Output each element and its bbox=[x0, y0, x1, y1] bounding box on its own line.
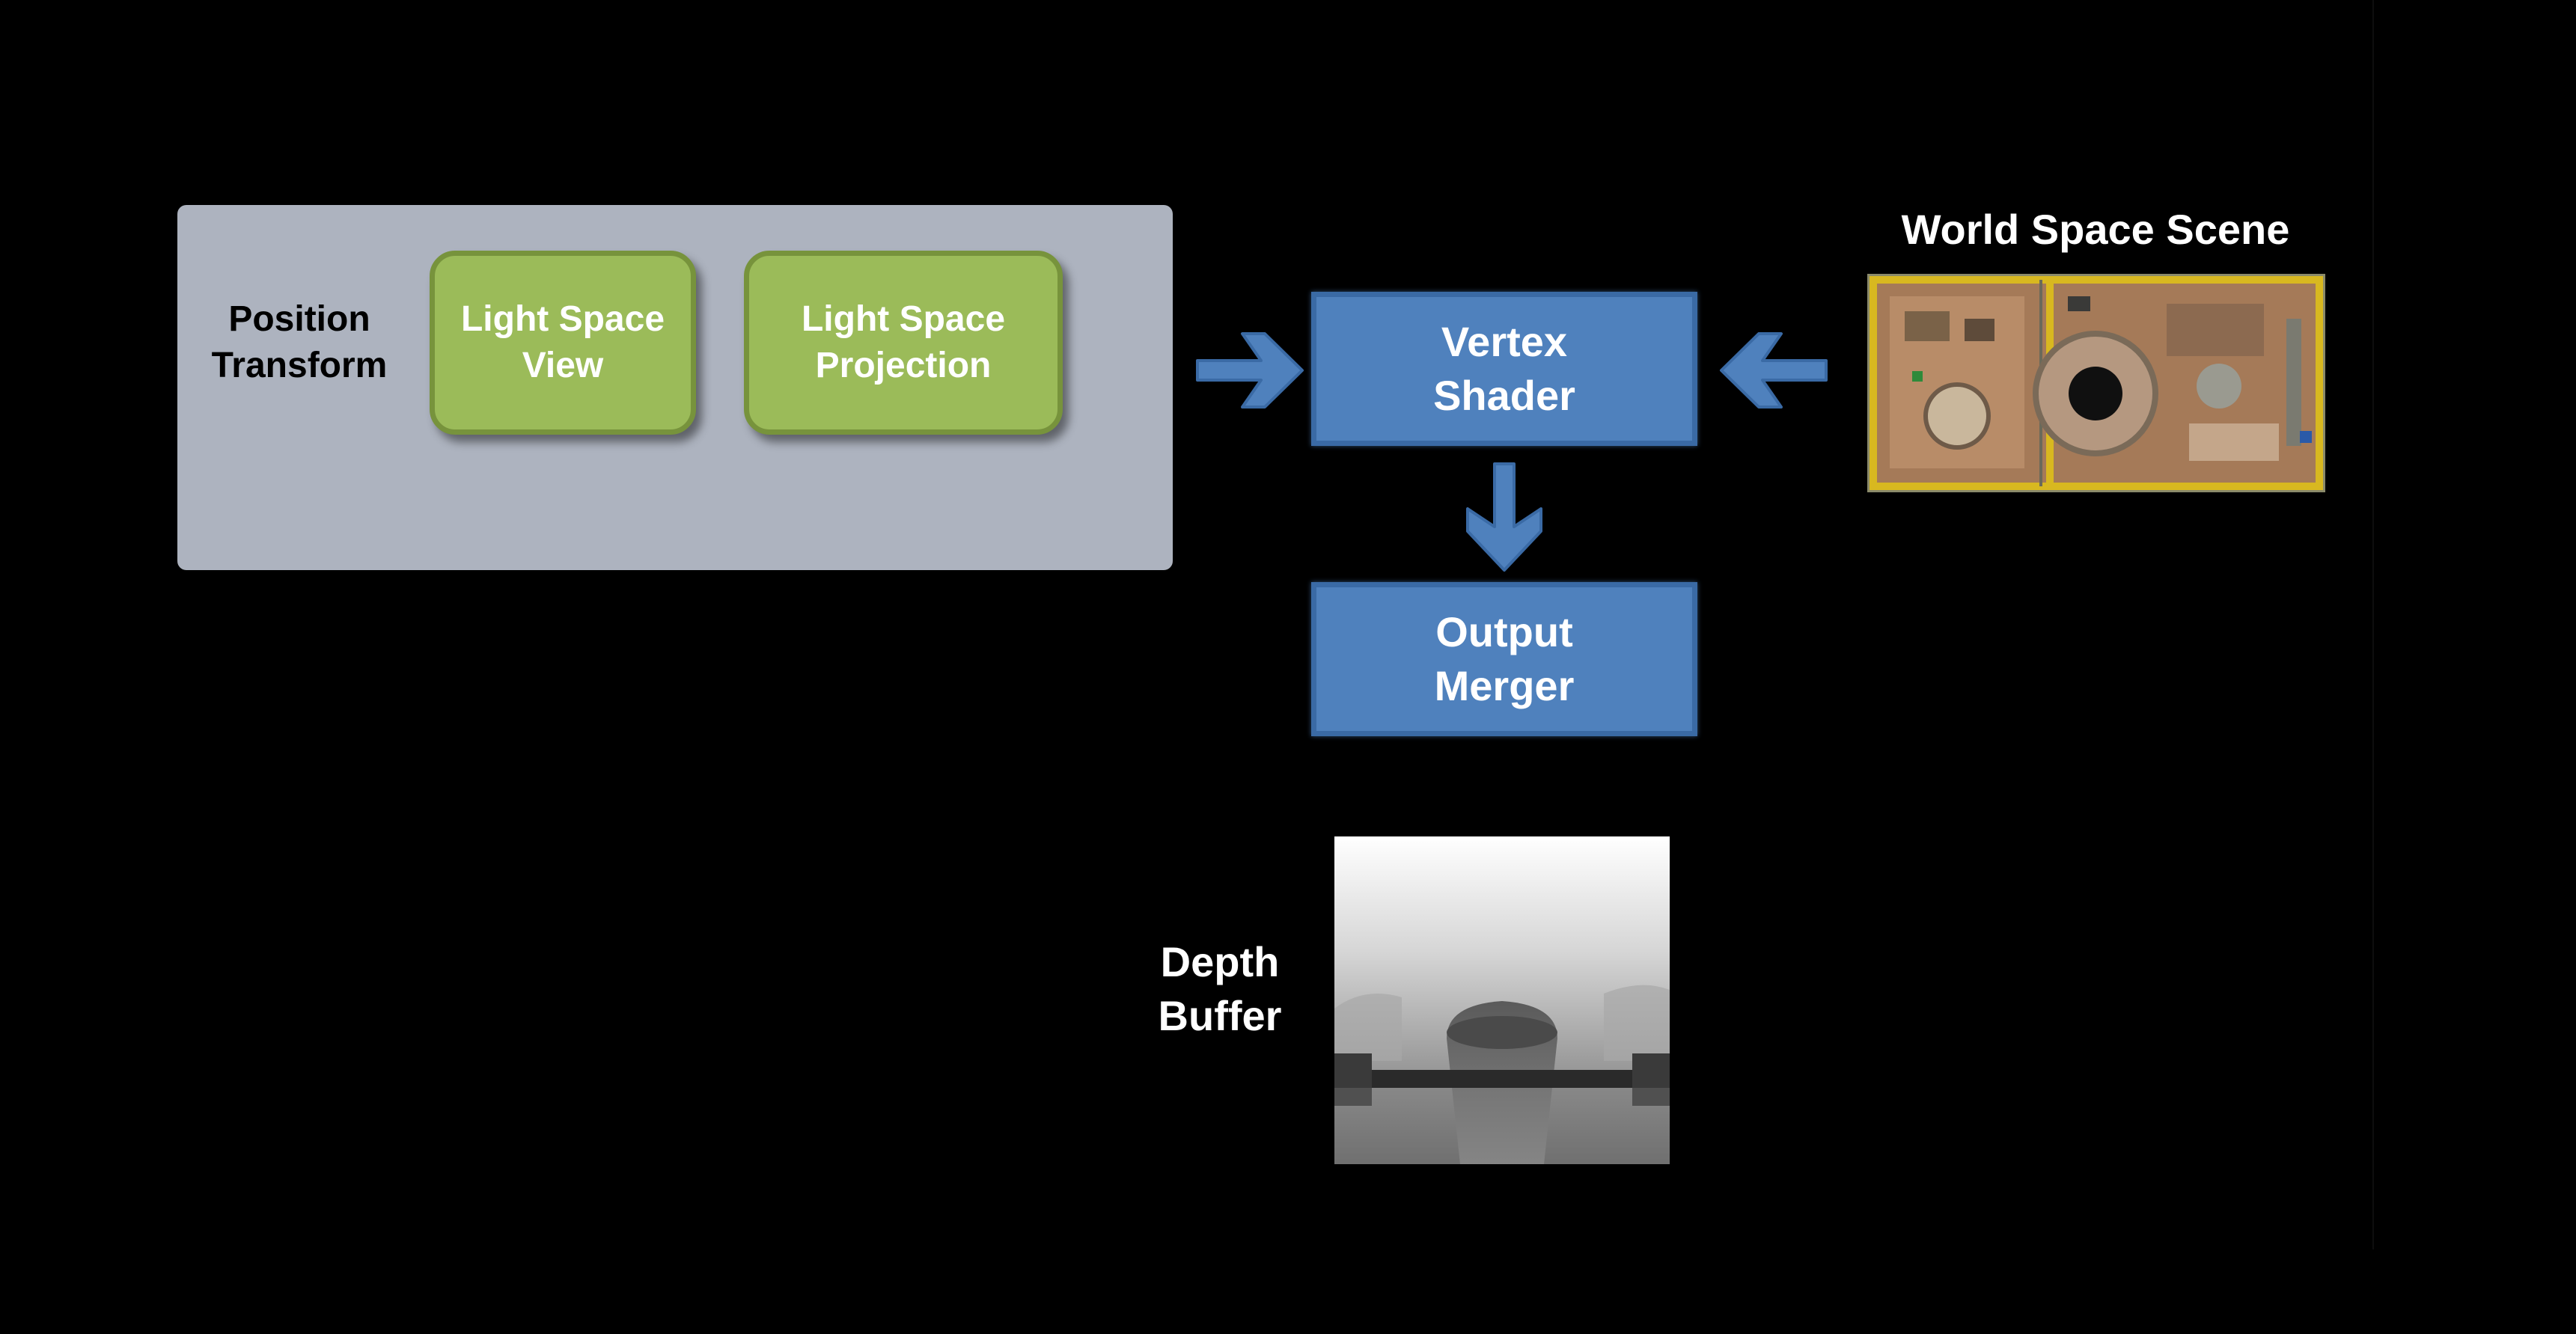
output-merger-box: Output Merger bbox=[1311, 582, 1697, 736]
depth-buffer-image bbox=[1334, 836, 1670, 1164]
light-space-view-box: Light Space View bbox=[430, 251, 696, 435]
arrow-right-icon bbox=[1196, 332, 1304, 409]
position-transform-label: Position Transform bbox=[211, 299, 388, 385]
arrow-down-icon bbox=[1466, 462, 1542, 572]
light-space-projection-box: Light Space Projection bbox=[744, 251, 1063, 435]
world-space-scene-title: World Space Scene bbox=[1901, 206, 2290, 253]
arrow-left-icon bbox=[1720, 332, 1828, 409]
depth-buffer-label: Depth Buffer bbox=[1158, 938, 1282, 1039]
vertex-shader-box: Vertex Shader bbox=[1311, 292, 1697, 446]
divider-line bbox=[2372, 0, 2374, 1249]
world-space-scene-image bbox=[1867, 274, 2325, 492]
